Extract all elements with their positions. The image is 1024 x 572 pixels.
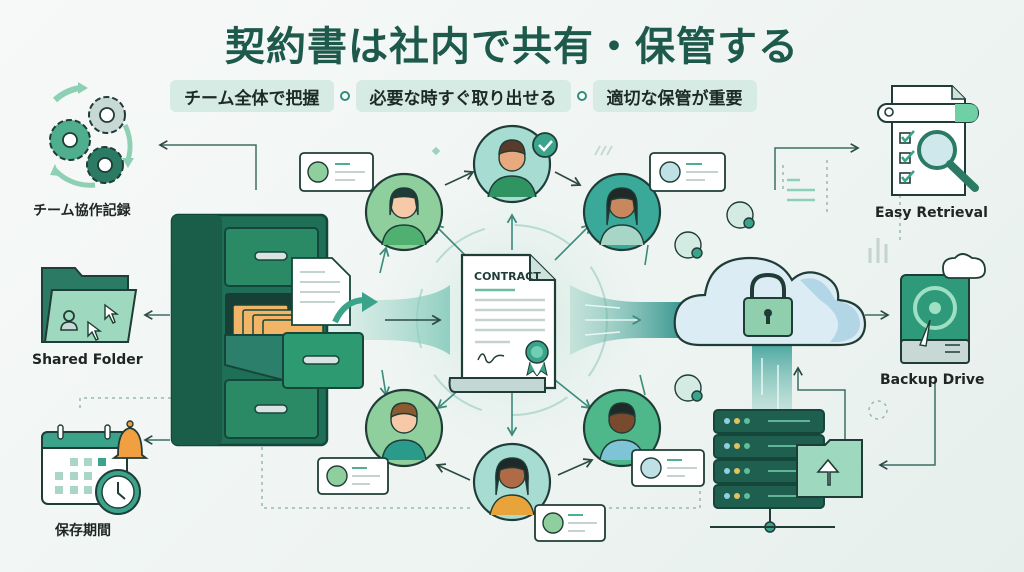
page-title: 契約書は社内で共有・保管する xyxy=(225,24,799,70)
right-item-label: Backup Drive xyxy=(880,372,985,388)
gears-icon xyxy=(49,82,134,188)
shared-folder-icon xyxy=(41,267,138,343)
backup-drive-icon xyxy=(900,253,986,364)
search-document-icon xyxy=(877,85,979,196)
cloud-lock-icon xyxy=(673,256,867,347)
left-item-label: 保存期間 xyxy=(55,523,111,539)
calendar-clock-icon xyxy=(41,420,149,515)
contract-document-icon: CONTRACT xyxy=(448,253,557,393)
server-stack-icon xyxy=(710,409,863,533)
key-points-bar: チーム全体で把握 必要な時すぐ取り出せる 適切な保管が重要 xyxy=(170,80,860,112)
separator-dot-icon xyxy=(339,91,350,101)
key-point-pill: 必要な時すぐ取り出せる xyxy=(355,80,571,112)
left-item-label: チーム協作記録 xyxy=(33,203,131,219)
contract-title: CONTRACT xyxy=(474,270,541,283)
key-point-pill: 適切な保管が重要 xyxy=(592,80,757,112)
check-badge-icon xyxy=(532,132,558,158)
left-item-label: Shared Folder xyxy=(32,352,143,368)
key-point-pill: チーム全体で把握 xyxy=(170,80,334,112)
right-item-label: Easy Retrieval xyxy=(875,205,988,221)
separator-dot-icon xyxy=(576,91,587,101)
connector-lines xyxy=(143,140,936,470)
filing-cabinet-icon xyxy=(170,213,378,447)
